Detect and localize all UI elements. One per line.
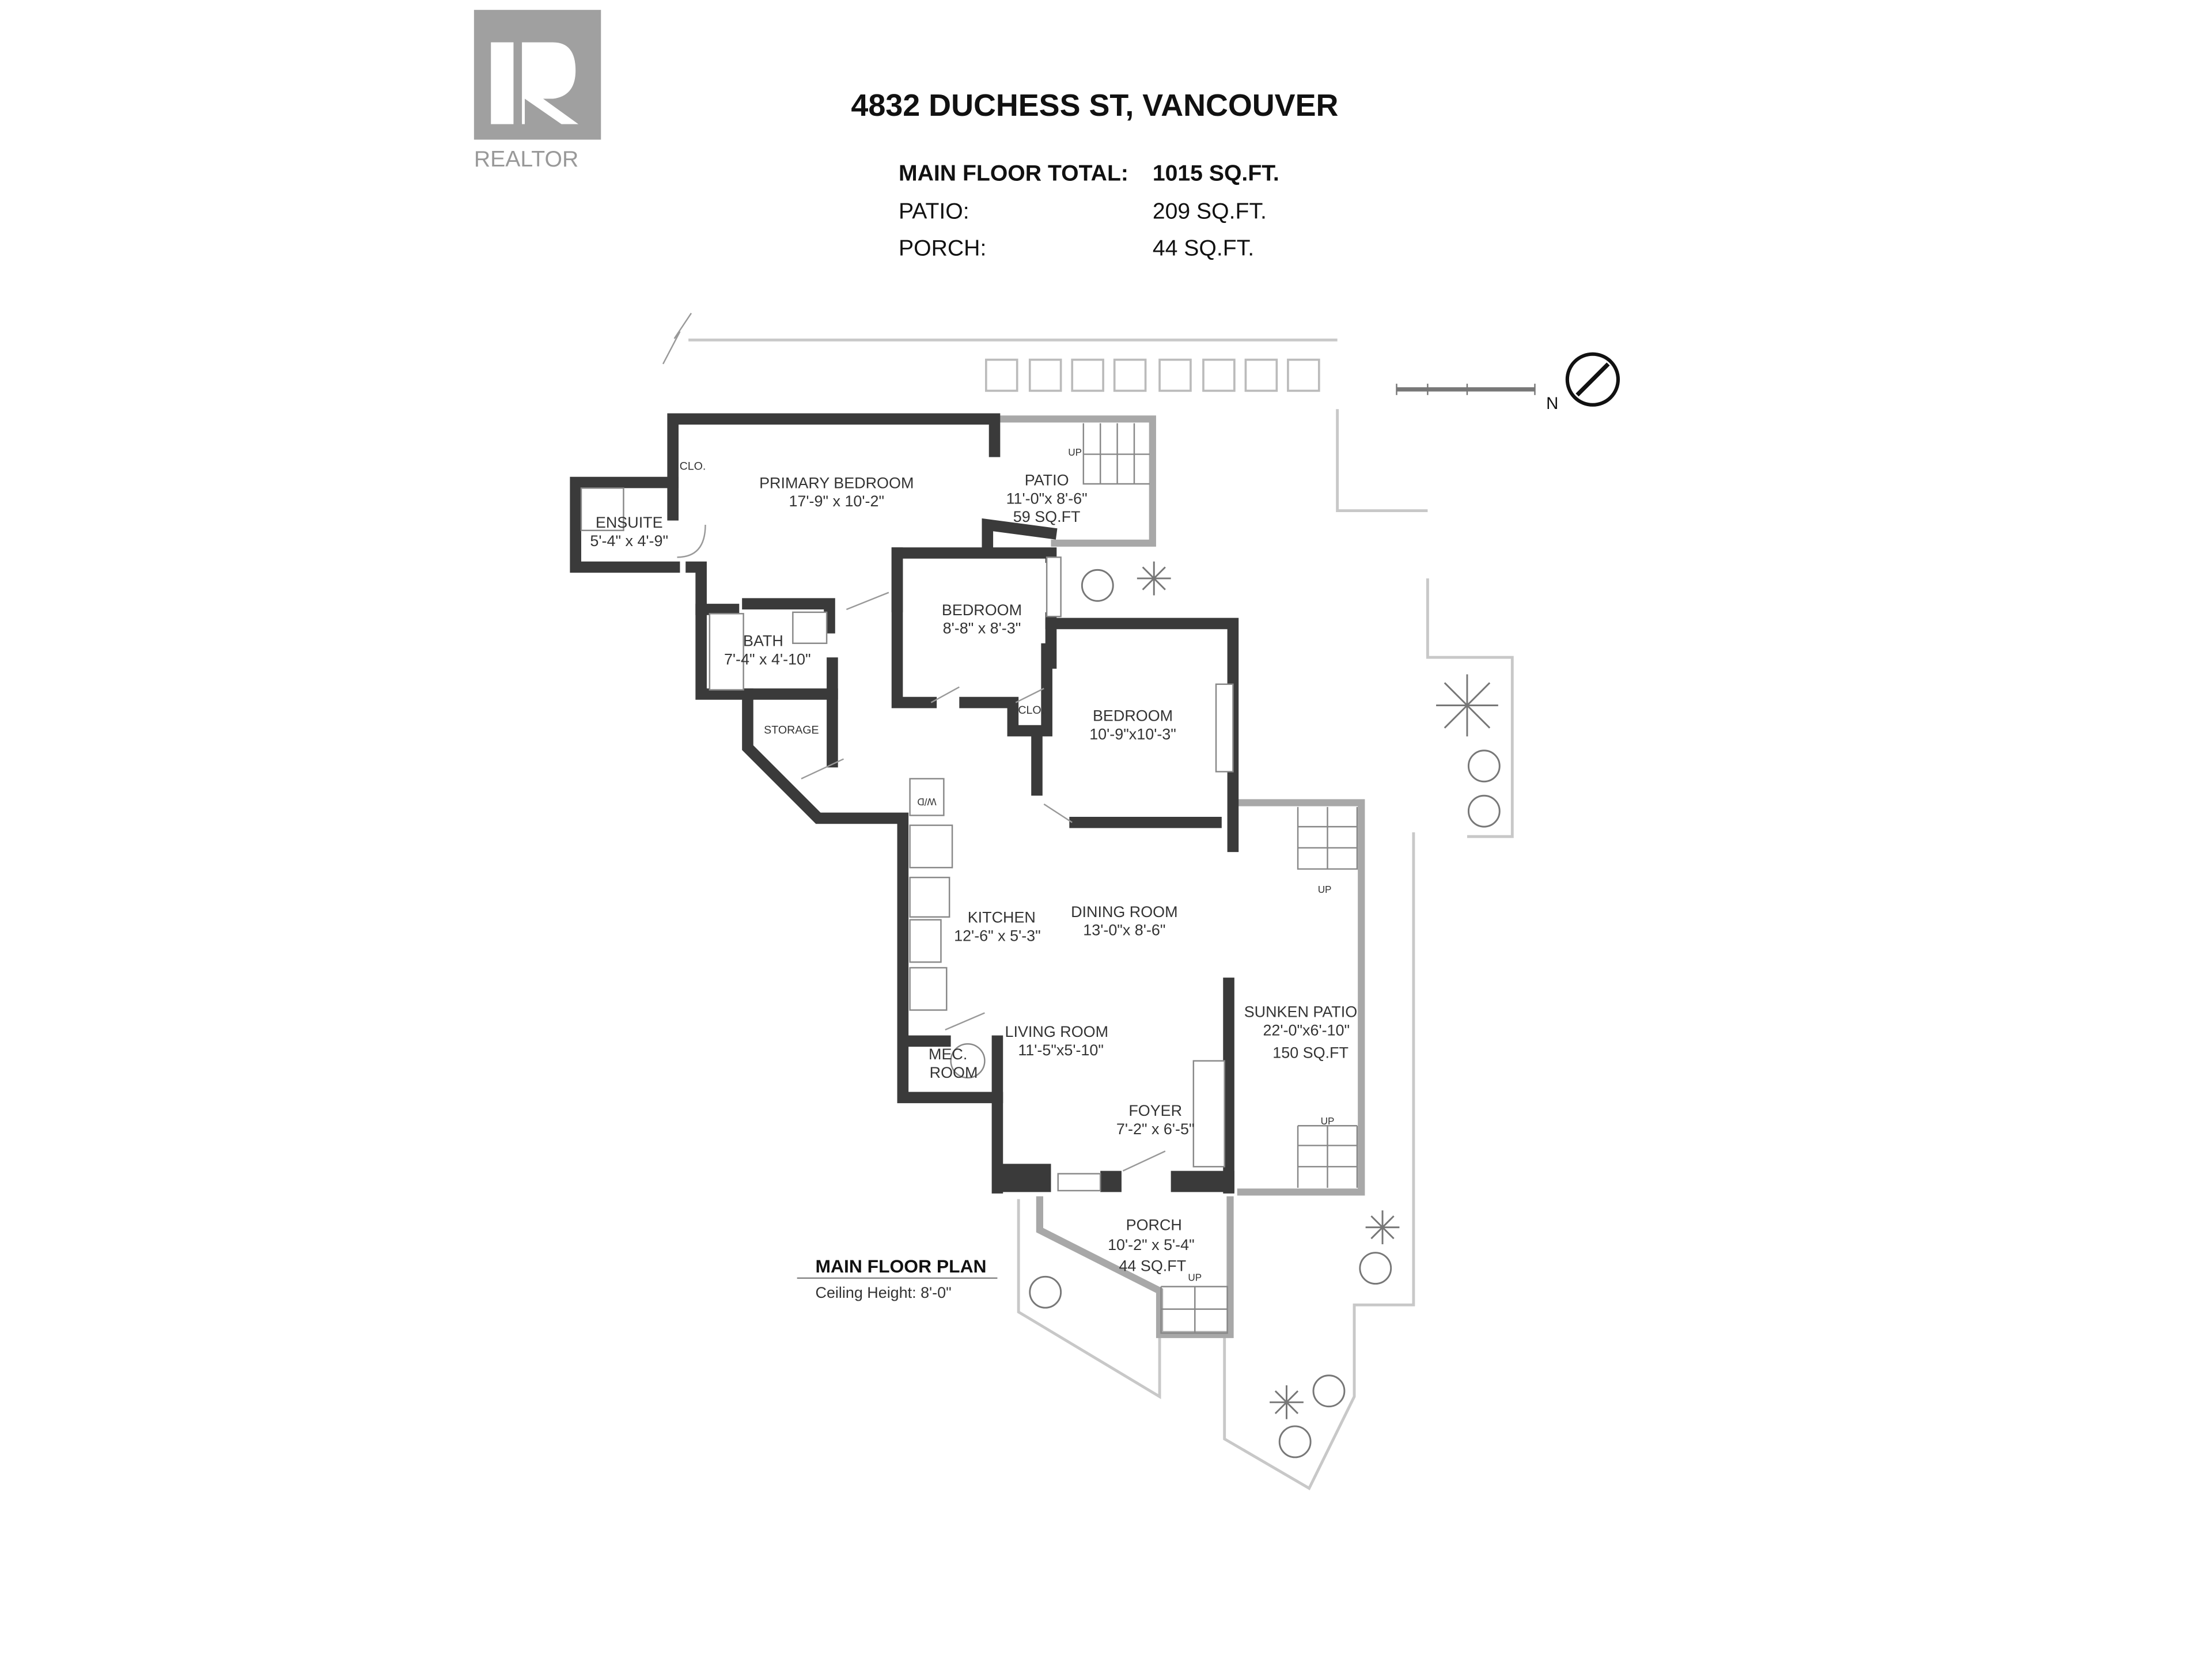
svg-text:BATH: BATH (743, 632, 783, 650)
svg-text:STORAGE: STORAGE (764, 724, 819, 736)
svg-text:10'-2" x 5'-4": 10'-2" x 5'-4" (1108, 1236, 1195, 1253)
svg-text:8'-8" x 8'-3": 8'-8" x 8'-3" (943, 620, 1021, 637)
svg-text:FOYER: FOYER (1128, 1102, 1182, 1119)
svg-text:W/D: W/D (917, 796, 936, 808)
summary-label-patio: PATIO: (899, 199, 969, 224)
summary-value-patio: 209 SQ.FT. (1153, 199, 1267, 224)
summary-value-main: 1015 SQ.FT. (1153, 161, 1279, 185)
tree-icons (1029, 561, 1501, 1459)
svg-text:12'-6" x 5'-3": 12'-6" x 5'-3" (954, 927, 1041, 944)
svg-text:DINING ROOM: DINING ROOM (1071, 903, 1177, 921)
svg-text:22'-0"x6'-10": 22'-0"x6'-10" (1263, 1022, 1350, 1039)
svg-text:CLO.: CLO. (680, 460, 706, 473)
plan-title: MAIN FLOOR PLAN (816, 1256, 987, 1277)
svg-text:ENSUITE: ENSUITE (596, 514, 663, 531)
realtor-logo: REALTOR (474, 10, 601, 172)
svg-text:UP: UP (1188, 1272, 1202, 1283)
svg-text:SUNKEN PATIO: SUNKEN PATIO (1244, 1003, 1357, 1021)
svg-text:7'-4" x 4'-10": 7'-4" x 4'-10" (724, 650, 811, 668)
summary-label-main: MAIN FLOOR TOTAL: (899, 161, 1128, 185)
svg-text:N: N (1546, 394, 1558, 413)
svg-text:59 SQ.FT: 59 SQ.FT (1013, 508, 1081, 525)
svg-text:BEDROOM: BEDROOM (942, 601, 1022, 619)
svg-text:44 SQ.FT: 44 SQ.FT (1119, 1257, 1186, 1275)
walls (570, 413, 1239, 1194)
summary-label-porch: PORCH: (899, 236, 986, 260)
svg-text:5'-4" x 4'-9": 5'-4" x 4'-9" (590, 532, 668, 550)
svg-text:UP: UP (1318, 884, 1332, 895)
room-labels: PRIMARY BEDROOM 17'-9" x 10'-2" PATIO 11… (590, 446, 1357, 1283)
svg-text:7'-2" x 6'-5": 7'-2" x 6'-5" (1116, 1120, 1195, 1138)
svg-text:KITCHEN: KITCHEN (968, 909, 1036, 926)
svg-text:UP: UP (1321, 1115, 1335, 1127)
north-arrow-icon: N (1546, 352, 1620, 413)
svg-text:11'-0"x 8'-6": 11'-0"x 8'-6" (1006, 490, 1088, 507)
svg-text:ROOM: ROOM (930, 1064, 978, 1081)
svg-text:10'-9"x10'-3": 10'-9"x10'-3" (1089, 725, 1176, 743)
svg-text:17'-9" x 10'-2": 17'-9" x 10'-2" (789, 493, 884, 510)
svg-text:11'-5"x5'-10": 11'-5"x5'-10" (1018, 1041, 1104, 1059)
svg-text:PRIMARY BEDROOM: PRIMARY BEDROOM (759, 474, 914, 491)
ceiling-height: Ceiling Height: 8'-0" (816, 1284, 952, 1301)
svg-text:PATIO: PATIO (1025, 471, 1069, 488)
svg-text:13'-0"x 8'-6": 13'-0"x 8'-6" (1083, 922, 1165, 939)
svg-text:CLO.: CLO. (1018, 704, 1044, 717)
svg-text:REALTOR: REALTOR (474, 147, 578, 172)
fixtures (580, 487, 1234, 1192)
svg-text:PORCH: PORCH (1126, 1217, 1182, 1234)
svg-text:BEDROOM: BEDROOM (1093, 707, 1173, 724)
svg-text:150 SQ.FT: 150 SQ.FT (1272, 1044, 1349, 1062)
scale-bar (1396, 384, 1536, 395)
stairs (1082, 423, 1358, 1334)
site-lines (662, 312, 1514, 1491)
address-title: 4832 DUCHESS ST, VANCOUVER (851, 88, 1338, 123)
summary-value-porch: 44 SQ.FT. (1153, 236, 1254, 260)
svg-text:UP: UP (1068, 446, 1082, 458)
exterior-outlines (997, 415, 1365, 1338)
svg-text:LIVING ROOM: LIVING ROOM (1005, 1023, 1109, 1040)
svg-text:MEC.: MEC. (929, 1046, 967, 1063)
